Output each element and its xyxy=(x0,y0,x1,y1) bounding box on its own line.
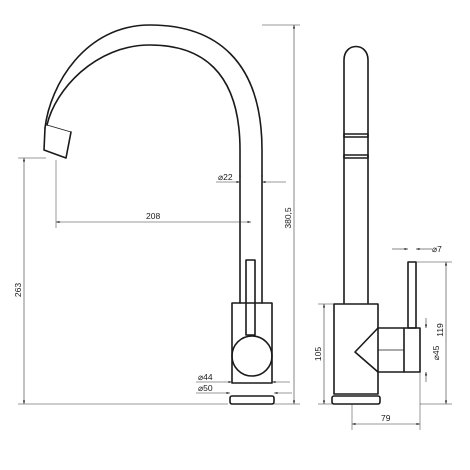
dim-spout-reach: 208 xyxy=(146,211,160,221)
spout-side xyxy=(343,45,369,304)
spout-aerator-side xyxy=(343,133,369,138)
spout-outer-curve xyxy=(46,44,241,177)
side-view: ⌀7 119 ⌀45 105 79 xyxy=(313,45,452,430)
handle-lever-side xyxy=(407,261,417,329)
handle-cap-front xyxy=(231,335,273,377)
dim-body-diameter-side: ⌀45 xyxy=(431,345,441,360)
body-front xyxy=(231,302,273,384)
front-view: ⌀22 208 263 380,5 ⌀44 ⌀50 xyxy=(13,24,300,405)
dim-spout-height: 263 xyxy=(13,283,23,297)
spout-tip xyxy=(43,127,72,159)
handle-lever-front xyxy=(245,259,256,336)
body-side xyxy=(333,303,379,395)
dim-total-height: 380,5 xyxy=(283,207,293,229)
spout-inner-curve xyxy=(44,24,263,177)
dim-handle-height: 119 xyxy=(435,323,445,337)
dim-body-diameter: ⌀44 xyxy=(198,372,213,382)
dim-spout-diameter: ⌀22 xyxy=(218,172,233,182)
base-side xyxy=(331,395,381,405)
dim-depth: 79 xyxy=(381,413,391,423)
dim-handle-diameter: ⌀7 xyxy=(432,244,442,254)
dim-base-diameter: ⌀50 xyxy=(198,383,213,393)
dim-body-height: 105 xyxy=(313,347,323,361)
base-front xyxy=(229,395,275,405)
